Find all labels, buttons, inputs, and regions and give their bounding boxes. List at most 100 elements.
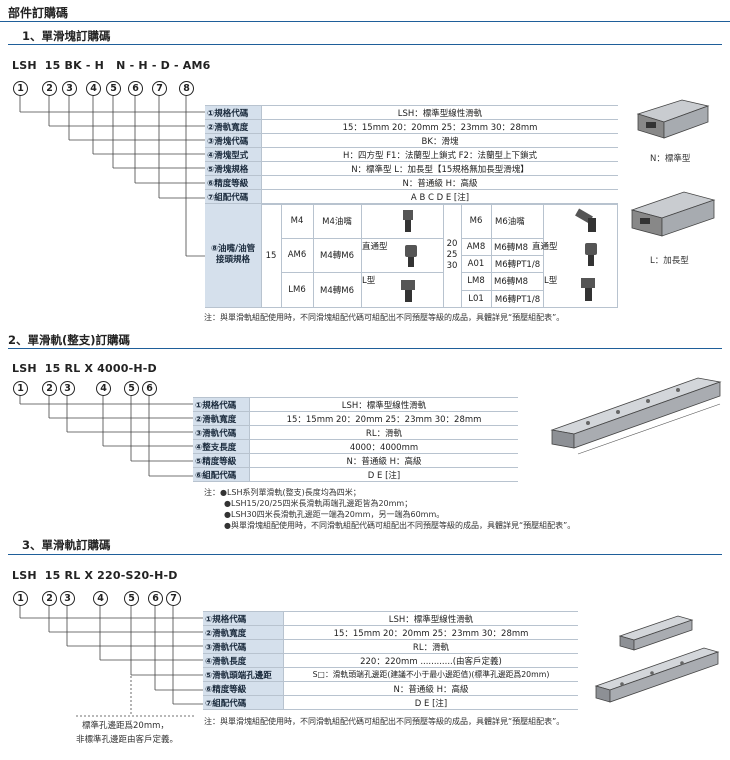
marker-4: 4: [96, 381, 111, 396]
oil-label: ⑧油嘴/油管 接頭規格: [210, 244, 256, 265]
section3-note: 注：與單滑塊組配使用時，不同滑軌組配代碼可組配出不同預壓等級的成品，具體詳見“預…: [204, 717, 565, 726]
marker-1: 1: [13, 381, 28, 396]
section2-code: LSH 15 RL X 4000-H-D: [12, 362, 157, 375]
marker-3: 3: [60, 591, 75, 606]
standard-caption: N：標準型: [650, 154, 691, 164]
elbow-nipple-icon: [575, 208, 596, 232]
section2-note-3: ●LSH30四米長滑軌孔邊距一端為20mm，另一端為60mm。: [224, 510, 445, 519]
section2-title: 2、單滑軌(整支)訂購碼: [8, 333, 131, 347]
marker-8: 8: [179, 81, 194, 96]
oil-a01-code: A01: [467, 258, 485, 269]
oil-lm8-name: M6轉M8: [494, 277, 528, 287]
oil-table: [261, 204, 544, 308]
section1-note: 注：與單滑軌組配使用時，不同滑塊組配代碼可組配出不同預壓等級的成品，具體詳見“預…: [204, 313, 565, 322]
oil-lm8-code: LM8: [467, 276, 485, 286]
oil-lm6-name: M4轉M6: [320, 286, 354, 296]
marker-3: 3: [60, 381, 75, 396]
marker-5: 5: [124, 591, 139, 606]
oil-size-20: 20: [446, 239, 458, 249]
oil-a01-name: M6轉PT1/8: [494, 259, 541, 270]
long-block-image: [630, 191, 716, 237]
top-divider: [0, 21, 730, 22]
marker-6: 6: [128, 81, 143, 96]
cut-rails-image: [594, 615, 720, 703]
marker-7: 7: [152, 81, 167, 96]
section2-note-1: 注：●LSH系列單滑軌(整支)長度均為四米；: [204, 488, 361, 497]
section2-note-2: ●LSH15/20/25四米長滑軌兩端孔邊距皆為20mm；: [224, 499, 413, 508]
marker-4: 4: [93, 591, 108, 606]
section3-divider: [8, 554, 722, 555]
oil-left-size: 15: [265, 251, 277, 261]
l-fitting-icon: [401, 280, 415, 302]
oil-size-30: 30: [446, 261, 458, 271]
section1-divider: [8, 44, 722, 45]
marker-1: 1: [13, 591, 28, 606]
section2-note-4: ●與單滑塊組配使用時，不同滑軌組配代碼可組配出不同預壓等級的成品，具體詳見“預壓…: [224, 521, 576, 530]
end-distance-note-1: 標準孔邊距爲20mm，: [82, 721, 169, 731]
grease-nipple-icon: [403, 210, 413, 232]
oil-am6-name: M4轉M6: [320, 251, 354, 261]
marker-2: 2: [42, 81, 57, 96]
marker-3: 3: [62, 81, 77, 96]
marker-1: 1: [13, 81, 28, 96]
marker-7: 7: [166, 591, 181, 606]
oil-size-25: 25: [446, 250, 458, 260]
oil-l01-code: L01: [468, 294, 484, 304]
section2-divider: [8, 348, 722, 349]
marker-5: 5: [124, 381, 139, 396]
oil-am8-name: M6轉M8: [494, 242, 528, 253]
oil-m6-code: M6: [469, 216, 483, 226]
marker-2: 2: [42, 591, 57, 606]
section1-code: LSH 15 BK - H N - H - D - AM6: [12, 59, 211, 72]
full-rail-image: [550, 377, 722, 455]
oil-m4-code: M4: [290, 216, 304, 226]
marker-6: 6: [148, 591, 163, 606]
standard-block-image: [636, 99, 710, 139]
oil-label-cell: [205, 204, 261, 308]
marker-2: 2: [42, 381, 57, 396]
marker-4: 4: [86, 81, 101, 96]
end-distance-note-2: 非標準孔邊距由客戶定義。: [76, 735, 179, 745]
straight-fitting-icon: [585, 243, 597, 266]
oil-am8-type: 直通型: [532, 242, 558, 252]
oil-am8-code: AM8: [466, 241, 486, 252]
section3-title: 3、單滑軌訂購碼: [22, 538, 111, 552]
section1-title: 1、單滑塊訂購碼: [22, 29, 111, 43]
oil-m4-name: M4油嘴: [322, 217, 352, 227]
oil-l01-name: M6轉PT1/8: [494, 295, 541, 305]
oil-am6-code: AM6: [287, 250, 307, 260]
marker-5: 5: [106, 81, 121, 96]
long-caption: L：加長型: [650, 256, 689, 266]
oil-lm6-code: LM6: [288, 285, 306, 295]
l-fitting-icon: [581, 278, 595, 301]
oil-m6-name: M6油嘴: [495, 217, 525, 227]
oil-lm8-type: L型: [544, 276, 558, 286]
oil-am6-type: 直通型: [362, 242, 388, 252]
straight-fitting-icon: [405, 245, 417, 267]
page-title: 部件訂購碼: [8, 6, 69, 20]
oil-lm6-type: L型: [362, 276, 376, 286]
section3-code: LSH 15 RL X 220-S20-H-D: [12, 569, 178, 582]
